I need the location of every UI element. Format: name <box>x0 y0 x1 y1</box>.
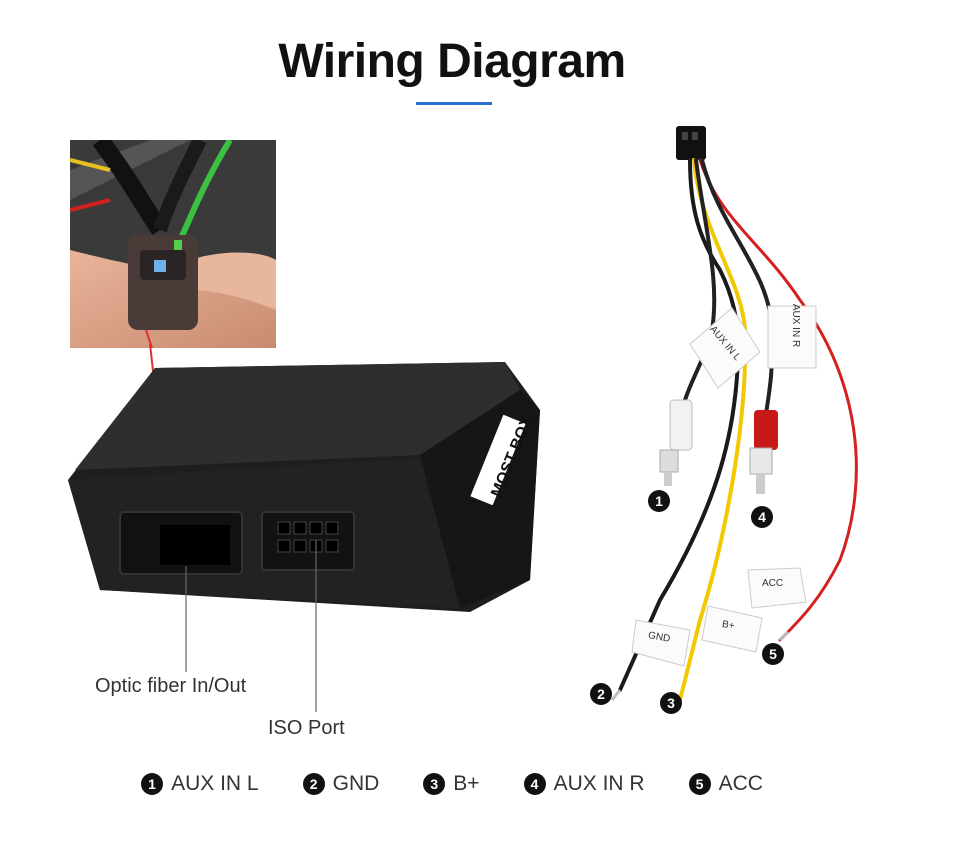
legend-number: 3 <box>423 773 446 795</box>
optic-callout-label: Optic fiber In/Out <box>95 675 247 697</box>
legend-label: AUX IN L <box>171 772 259 795</box>
acc-wire <box>698 158 858 642</box>
wire-legend: 1 AUX IN L 2 GND 3 B+ 4 AUX IN R 5 ACC <box>0 772 904 796</box>
tag-aux-r: AUX IN R <box>790 303 802 348</box>
legend-number: 2 <box>302 773 325 795</box>
title-underline <box>416 102 492 105</box>
rca-plug-right <box>749 410 778 494</box>
harness-plug <box>676 126 706 160</box>
tag-bplus: B+ <box>721 618 736 633</box>
legend-label: GND <box>332 772 380 795</box>
legend-item-aux-in-r: 4 AUX IN R <box>523 772 645 796</box>
page-title: Wiring Diagram <box>278 35 626 88</box>
wire-tags <box>631 305 817 667</box>
legend-number: 1 <box>141 773 164 795</box>
legend-label: B+ <box>453 772 480 795</box>
wire-marker-5: 5 <box>762 643 784 665</box>
iso-callout-label: ISO Port <box>268 717 345 739</box>
tag-acc: ACC <box>762 578 784 589</box>
legend-item-aux-in-l: 1 AUX IN L <box>141 772 259 796</box>
legend-label: ACC <box>718 772 763 795</box>
legend-number: 5 <box>688 773 711 795</box>
most-box <box>68 362 540 612</box>
legend-item-bplus: 3 B+ <box>423 772 480 796</box>
legend-number: 4 <box>523 773 546 795</box>
wire-marker-2: 2 <box>590 683 612 705</box>
wire-marker-4: 4 <box>751 506 773 528</box>
connector-closeup-photo <box>70 140 276 348</box>
legend-item-gnd: 2 GND <box>302 772 380 796</box>
rca-plug-left <box>659 399 693 486</box>
aux-l-wire <box>680 158 717 412</box>
legend-label: AUX IN R <box>553 772 645 795</box>
wire-marker-3: 3 <box>660 692 682 714</box>
wire-marker-1: 1 <box>648 490 670 512</box>
legend-item-acc: 5 ACC <box>688 772 763 796</box>
